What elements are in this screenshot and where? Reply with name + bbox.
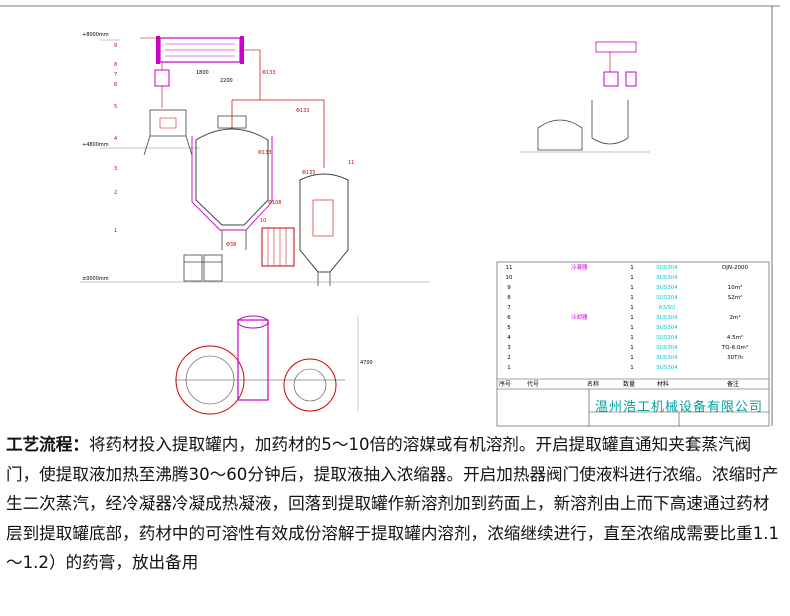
callout-11: 11: [348, 160, 355, 166]
pipe-size-6: Φ38: [226, 242, 237, 248]
parts-row: 5 1 SUS304: [507, 325, 678, 331]
concentrator: [299, 99, 349, 286]
callout-1: 1: [114, 228, 118, 234]
callout-2: 2: [114, 190, 118, 196]
parts-row: 4 1 SUS304 4.5m²: [507, 335, 744, 341]
callout-10: 10: [260, 218, 267, 224]
title-block-frame: [496, 261, 770, 427]
process-text: 将药材投入提取罐内，加药材的5～10倍的溶媒或有机溶剂。开启提取罐直通知夹套蒸汽…: [6, 435, 780, 572]
parts-row: 9 1 SUS304 10m²: [507, 285, 743, 291]
receiver-tank: [143, 109, 193, 156]
dim-plan: 4700: [360, 360, 373, 366]
pipe-size-5: Φ108: [268, 200, 282, 206]
dim-2: 2200: [220, 78, 233, 84]
callout-3: 3: [114, 166, 118, 172]
callout-5: 5: [114, 104, 118, 110]
parts-row: 8 1 SUS304 S2m²: [507, 295, 743, 301]
plan-view: [175, 315, 359, 415]
pipe-size-2: Φ133: [296, 108, 310, 114]
parts-row: 1 1 SUS304: [507, 365, 678, 371]
process-label: 工艺流程：: [6, 435, 89, 454]
pipe-size-4: Φ133: [258, 150, 272, 156]
condenser: [140, 36, 260, 64]
parts-row: 3 1 SUS304 TQ-6.0m³: [507, 345, 749, 351]
elevation-lines: [80, 39, 430, 283]
parts-row: 2 1 SUS304 30T/h: [507, 355, 743, 361]
pipe-size-1: Φ133: [262, 70, 276, 76]
filter-units: [183, 254, 223, 282]
parts-row: 10 1 SUS304: [505, 275, 678, 281]
callout-6: 6: [114, 82, 118, 88]
extraction-tank: [191, 99, 300, 250]
side-view: [520, 41, 650, 153]
callout-7: 7: [114, 72, 118, 78]
title-block: 11 冷凝器 1 SUS304 DJN-2000 10 1 SUS304 9 1…: [497, 262, 769, 426]
callout-9: 9: [114, 43, 118, 49]
parts-row: 6 冷却器 1 SUS304 2m²: [507, 315, 741, 321]
cooler: [154, 62, 170, 108]
elevation-label-mid: +4800mm: [82, 142, 109, 148]
parts-row: 7 1 A3/SU: [507, 305, 676, 311]
process-description: 工艺流程：将药材投入提取罐内，加药材的5～10倍的溶媒或有机溶剂。开启提取罐直通…: [6, 430, 784, 578]
elevation-label-ground: ±0000mm: [82, 276, 109, 282]
parts-row: 11 冷凝器 1 SUS304 DJN-2000: [505, 265, 748, 271]
callout-4: 4: [114, 136, 118, 142]
callout-8: 8: [114, 62, 118, 68]
pipe-size-3: Φ133: [302, 170, 316, 176]
parts-header: 序号 代号 名称 数量 材料 备注: [499, 381, 740, 388]
heater: [261, 227, 295, 267]
dim-1: 1800: [196, 70, 209, 76]
elevation-label-top: +8000mm: [82, 32, 109, 38]
company-name: 温州浩工机械设备有限公司: [594, 400, 763, 415]
